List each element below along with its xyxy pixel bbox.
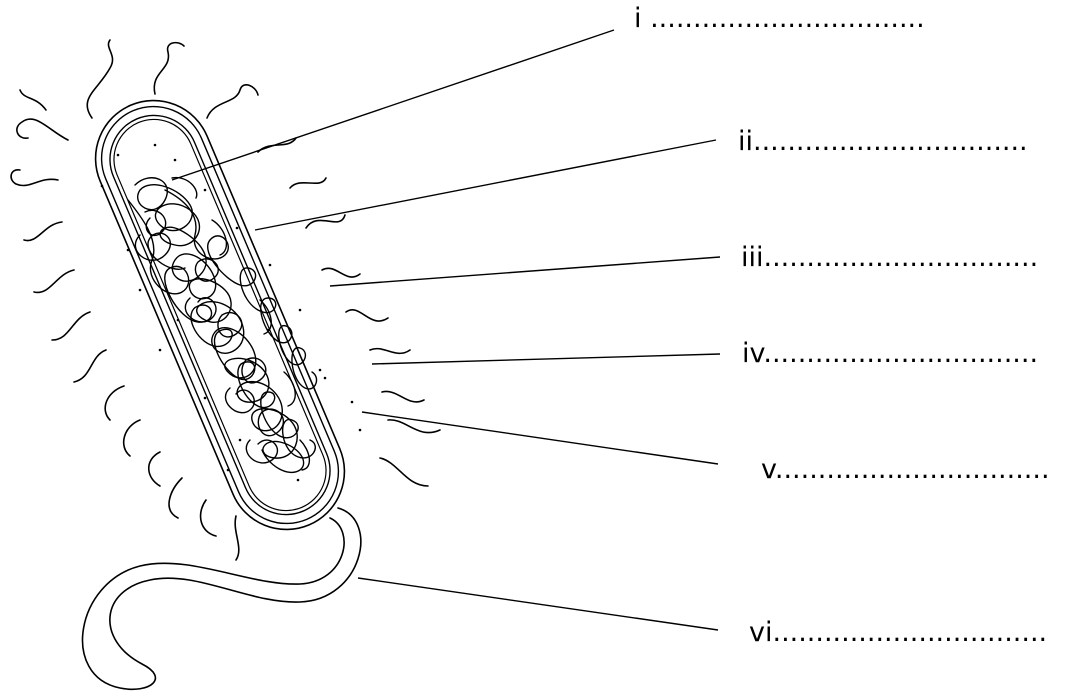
label-vi: vi................................: [749, 618, 1047, 648]
pilus: [124, 420, 140, 456]
pilus: [322, 268, 360, 277]
pilus: [20, 90, 46, 110]
flagellum: [83, 508, 361, 689]
label-ii: ii................................: [738, 127, 1028, 157]
pilus: [17, 119, 68, 140]
leader-line-iii: [330, 257, 720, 286]
leader-line-v: [362, 412, 718, 464]
leader-line-iv: [372, 354, 720, 364]
pilus: [346, 310, 388, 321]
pilus: [207, 85, 258, 118]
pilus: [105, 386, 124, 420]
cell-wall: [78, 82, 363, 547]
label-v: v................................: [761, 455, 1050, 485]
pilus: [154, 43, 184, 94]
pilus: [87, 40, 112, 118]
pilus: [370, 349, 410, 354]
pilus: [380, 458, 428, 486]
pilus: [201, 500, 216, 536]
pilus: [52, 312, 90, 340]
pilus: [235, 516, 239, 560]
pilus: [290, 178, 326, 188]
leader-line-vi: [358, 578, 718, 630]
pilus: [169, 478, 182, 518]
pilus: [306, 215, 345, 228]
pilus: [11, 170, 58, 186]
label-iv: iv................................: [742, 339, 1038, 369]
leader-line-i: [172, 30, 614, 180]
pilus: [149, 452, 160, 486]
pilus: [24, 222, 62, 241]
label-iii: iii................................: [741, 243, 1038, 273]
pilus: [34, 270, 74, 292]
leader-line-ii: [255, 140, 716, 230]
pilus: [382, 391, 424, 401]
pilus: [74, 350, 106, 382]
label-i: i ................................: [634, 4, 925, 34]
